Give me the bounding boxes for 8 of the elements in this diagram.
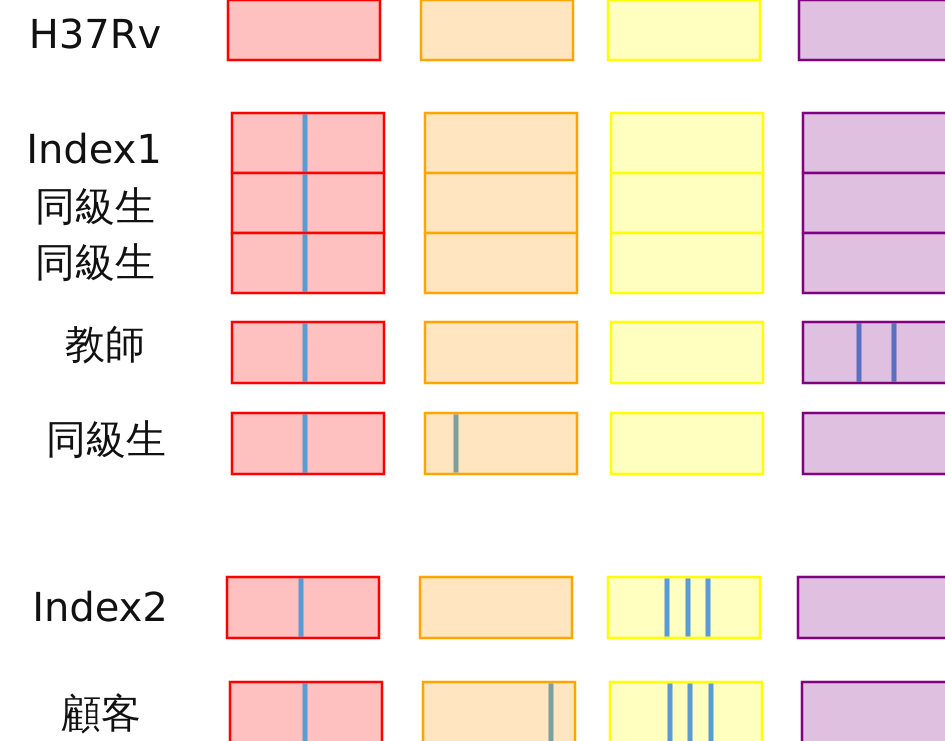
- row-label: 同級生: [35, 183, 155, 231]
- row-label: H37Rv: [28, 11, 162, 59]
- row-label: Index2: [32, 584, 168, 632]
- row-label: 同級生: [46, 416, 166, 464]
- row-label: 顧客: [61, 690, 141, 738]
- row-label: 教師: [65, 321, 145, 369]
- row-label: Index1: [26, 126, 162, 174]
- row-label: 同級生: [35, 239, 155, 287]
